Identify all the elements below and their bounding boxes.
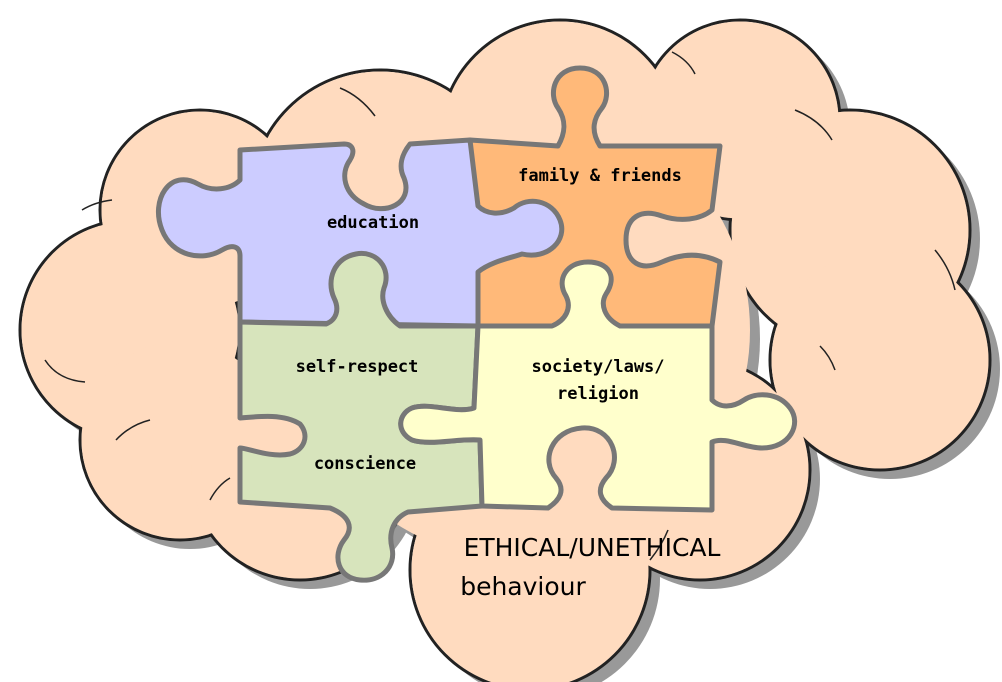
puzzle-piece-education bbox=[155, 137, 565, 329]
caption-line1: ETHICAL/UNETHICAL bbox=[464, 533, 721, 562]
label-society-line2: religion bbox=[557, 384, 639, 404]
cloud-crease-lines bbox=[44, 51, 956, 561]
label-education: education bbox=[327, 213, 419, 233]
label-family-friends: family & friends bbox=[518, 166, 682, 186]
caption-line2: behaviour bbox=[460, 572, 586, 601]
label-society-line1: society/laws/ bbox=[531, 357, 664, 377]
puzzle-piece-society-laws-religion bbox=[398, 259, 798, 513]
puzzle-piece-family-friends bbox=[467, 65, 723, 329]
label-conscience: conscience bbox=[314, 454, 416, 474]
label-self-respect: self-respect bbox=[296, 357, 419, 377]
